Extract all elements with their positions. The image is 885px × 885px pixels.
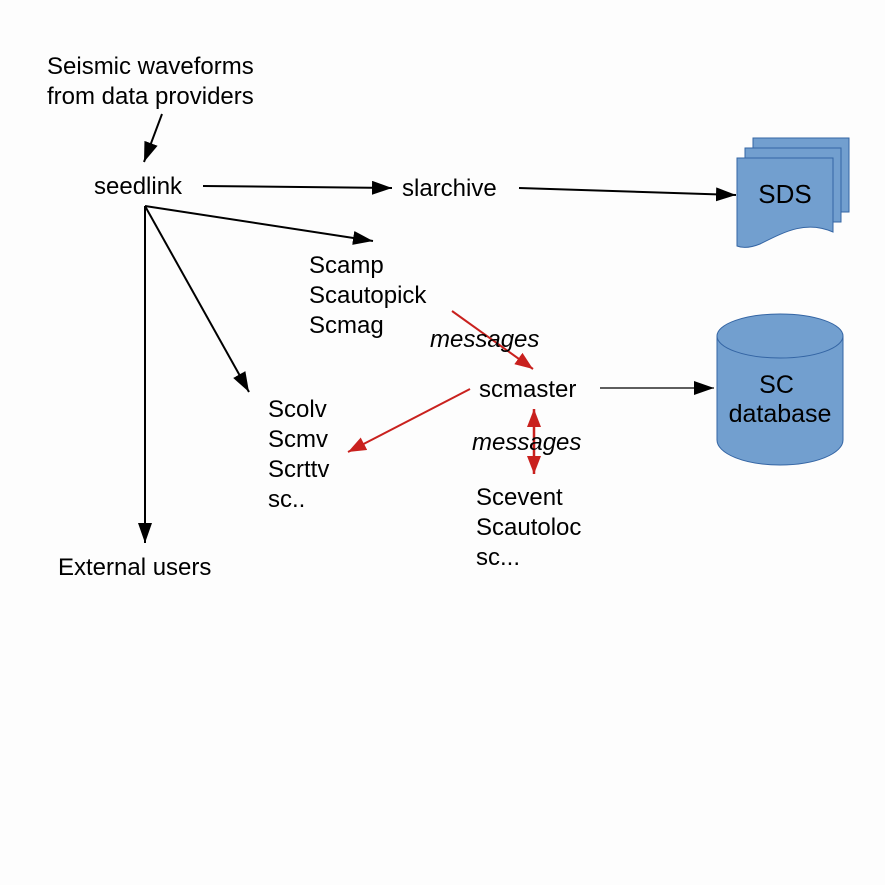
sds-label: SDS bbox=[758, 179, 811, 209]
messages-label-top: messages bbox=[430, 326, 539, 353]
processing-modules-label: Scamp Scautopick Scmag bbox=[309, 252, 433, 339]
slarchive-label: slarchive bbox=[402, 175, 497, 202]
arrow-source-to-seedlink bbox=[143, 113, 163, 163]
arrow-seedlink-to-processing bbox=[144, 205, 374, 245]
arrow-processing-to-scmaster bbox=[451, 310, 534, 370]
database-cylinder-body bbox=[716, 336, 844, 466]
seedlink-label: seedlink bbox=[94, 173, 183, 200]
external-users-label: External users bbox=[58, 554, 211, 581]
arrow-scmaster-to-gui bbox=[347, 388, 471, 453]
sc-database-shape: SC database bbox=[716, 313, 844, 466]
messages-label-bottom: messages bbox=[472, 429, 581, 456]
arrow-slarchive-to-sds bbox=[518, 187, 737, 202]
sds-page-front bbox=[736, 157, 834, 248]
source-label: Seismic waveforms from data providers bbox=[47, 53, 260, 110]
scmaster-label: scmaster bbox=[479, 376, 576, 403]
gui-modules-label: Scolv Scmv Scrttv sc.. bbox=[268, 396, 336, 513]
arrow-seedlink-to-gui bbox=[144, 205, 250, 393]
database-cylinder-top bbox=[716, 313, 844, 359]
arrow-seedlink-to-slarchive bbox=[202, 180, 393, 195]
event-modules-label: Scevent Scautoloc sc... bbox=[476, 484, 588, 571]
database-label: SC database bbox=[729, 371, 832, 428]
sds-archive-shape: SDS bbox=[736, 137, 850, 248]
